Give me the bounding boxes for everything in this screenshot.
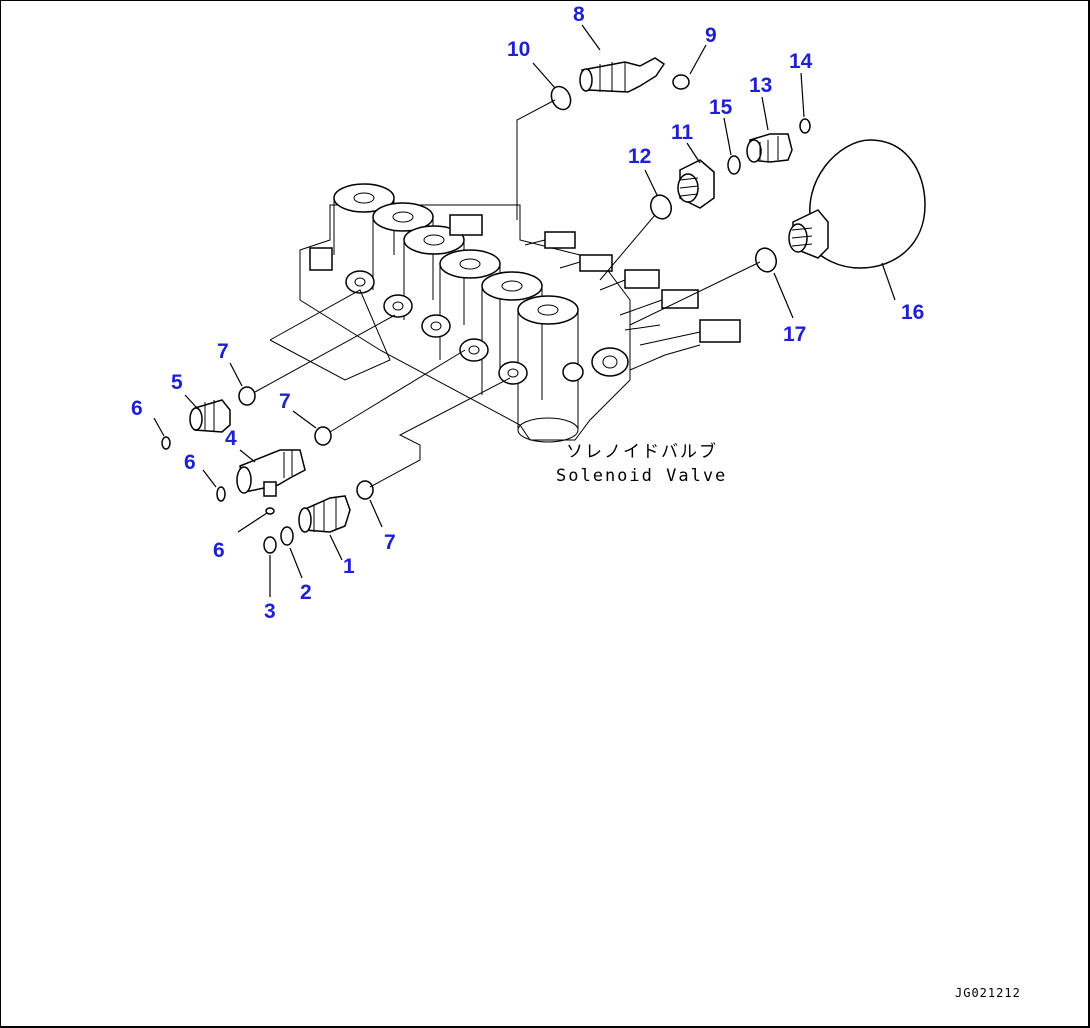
part-8-elbow-fitting	[579, 57, 666, 93]
assembly-caption-en: Solenoid Valve	[556, 466, 727, 486]
part-3-o-ring	[263, 536, 277, 554]
leader-lines	[153, 24, 896, 597]
callout-1: 1	[343, 555, 355, 578]
part-4-tee-fitting	[236, 449, 306, 497]
callout-5: 5	[171, 371, 183, 394]
callout-9: 9	[705, 24, 717, 47]
callout-7-b: 7	[279, 390, 291, 413]
part-6-o-ring-c	[265, 507, 275, 515]
callout-7-c: 7	[384, 531, 396, 554]
connectors	[524, 231, 741, 371]
callout-17: 17	[783, 323, 806, 346]
part-6-o-ring-b	[216, 486, 226, 502]
part-7-o-ring-c	[356, 480, 374, 500]
part-10-o-ring	[550, 85, 572, 111]
callout-7-a: 7	[217, 340, 229, 363]
part-17-o-ring	[754, 247, 778, 273]
callout-6-a: 6	[131, 397, 143, 420]
part-1-fitting	[298, 495, 351, 533]
callout-14: 14	[789, 50, 813, 73]
part-7-o-ring-a	[238, 386, 256, 406]
part-9-o-ring	[672, 74, 690, 90]
callout-16: 16	[901, 301, 924, 324]
part-12-o-ring	[649, 194, 673, 220]
front-ports	[309, 214, 629, 385]
callout-15: 15	[709, 96, 733, 119]
assembly-guide-lines	[254, 99, 761, 488]
part-6-o-ring-a	[161, 436, 171, 450]
callout-3: 3	[264, 600, 276, 623]
part-13-fitting	[746, 133, 793, 163]
part-2-o-ring	[280, 526, 294, 546]
part-15-o-ring	[727, 155, 741, 175]
figure-id: JG021212	[955, 986, 1021, 1000]
callout-6-b: 6	[184, 451, 196, 474]
callout-2: 2	[300, 581, 312, 604]
part-11-plug	[677, 159, 715, 209]
callout-6-c: 6	[213, 539, 225, 562]
callout-13: 13	[749, 74, 772, 97]
callout-8: 8	[573, 3, 585, 26]
solenoid-valve-body	[299, 183, 741, 443]
part-7-o-ring-b	[314, 426, 332, 446]
part-16-accumulator	[788, 139, 926, 269]
assembly-caption-jp: ソレノイドバルブ	[566, 441, 718, 462]
callout-numbers: 1 2 3 4 5 6 6 6 7 7 7 8 9 10 11 12 13 14…	[131, 3, 924, 623]
callout-11: 11	[671, 121, 694, 144]
callout-10: 10	[507, 38, 530, 61]
part-14-o-ring	[799, 118, 811, 134]
part-5-fitting	[189, 399, 231, 433]
callout-12: 12	[628, 145, 651, 168]
callout-4: 4	[225, 427, 237, 450]
